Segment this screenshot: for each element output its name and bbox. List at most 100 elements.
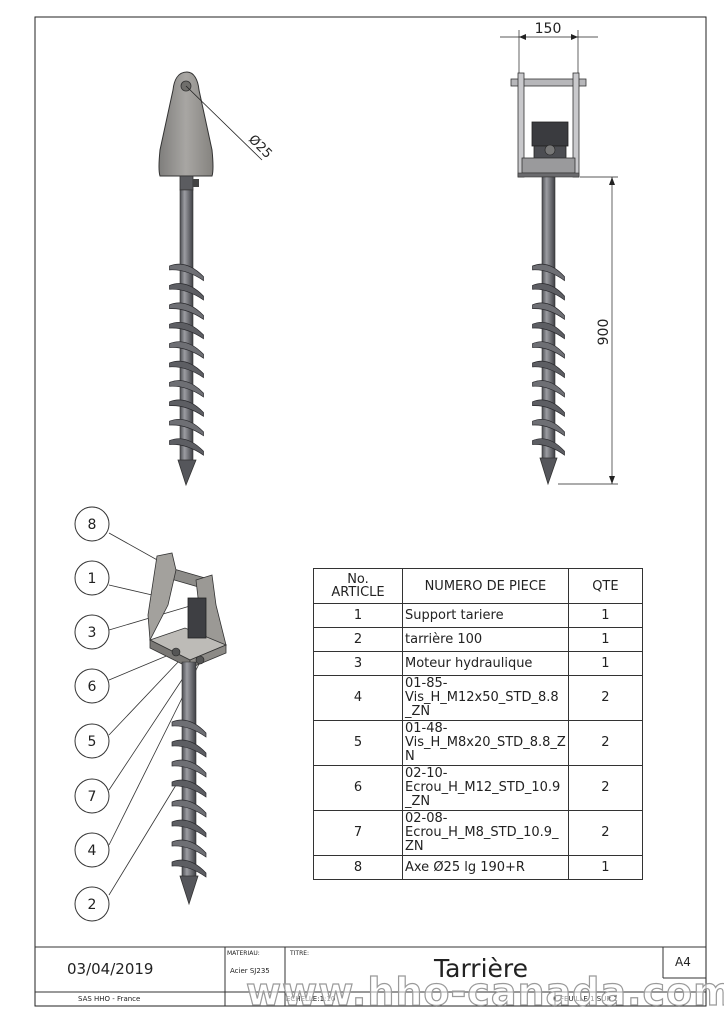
- balloon-number: 1: [88, 571, 97, 587]
- auger-flight: [169, 380, 204, 398]
- auger-flight: [532, 321, 565, 340]
- balloon-number: 3: [88, 625, 97, 641]
- bom-part-line: Vis_H_M8x20_STD_8.8_Z: [405, 735, 566, 750]
- bom-part-line: 02-08-: [405, 811, 448, 826]
- balloon-circle: [74, 723, 110, 759]
- balloon-circle: [74, 506, 110, 542]
- base-flange: [517, 172, 580, 178]
- sheet-number: FEUILLE 1 SUR 1: [560, 995, 618, 1003]
- auger-flight: [169, 263, 204, 282]
- auger-flight: [532, 302, 565, 321]
- bom-part-name: 02-08-Ecrou_H_M8_STD_10.9_ZN: [402, 810, 569, 856]
- auger-flight: [169, 418, 204, 437]
- bom-quantity: 2: [567, 720, 644, 766]
- balloon-circle: [74, 614, 110, 650]
- diameter-leader: [185, 85, 263, 161]
- balloon-circle: [74, 886, 110, 922]
- bom-header-part: NUMERO DE PIECE: [402, 568, 569, 604]
- auger-flight: [532, 263, 565, 282]
- auger-flight: [171, 799, 207, 818]
- auger-flight: [532, 380, 565, 398]
- auger-flight: [532, 283, 565, 301]
- front-view: Ø25: [158, 71, 275, 487]
- bom-quantity: 1: [567, 627, 644, 652]
- sheet-format: A4: [675, 955, 691, 969]
- auger-flight: [169, 283, 204, 301]
- iso-plate-back: [147, 552, 177, 642]
- bom-quantity: 2: [567, 765, 644, 811]
- bom-item-number: 2: [313, 627, 403, 652]
- auger-flight: [532, 360, 565, 379]
- bom-quantity: 1: [567, 855, 644, 880]
- bom-part-name: 01-85-Vis_H_M12x50_STD_8.8_ZN: [402, 675, 569, 721]
- drawing-date: 03/04/2019: [67, 960, 154, 978]
- hydraulic-motor: [531, 121, 569, 147]
- bom-part-line: 01-48-: [405, 721, 448, 736]
- bom-part-line: _ZN: [405, 794, 431, 809]
- bom-part-line: tarrière 100: [405, 631, 483, 647]
- auger-flight: [169, 321, 204, 340]
- height-label: 900: [596, 319, 612, 346]
- auger-flight: [171, 719, 207, 738]
- side-auger-flights: [532, 263, 565, 456]
- bom-part-line: Axe Ø25 lg 190+R: [405, 859, 525, 875]
- iso-motor: [187, 597, 207, 639]
- bom-part-line: ZN: [405, 839, 424, 854]
- auger-flight: [171, 739, 207, 758]
- side-view: 150 900: [500, 21, 618, 486]
- collar: [179, 175, 194, 191]
- bom-item-number: 1: [313, 603, 403, 628]
- bom-part-name: tarrière 100: [402, 627, 569, 652]
- title-block-frame: [35, 946, 706, 1006]
- auger-flight: [169, 341, 204, 359]
- bom-item-number: 3: [313, 651, 403, 676]
- bom-item-number: 4: [313, 675, 403, 721]
- auger-flight: [169, 360, 204, 379]
- auger-flight: [532, 438, 565, 456]
- sheet-border: [34, 16, 707, 1007]
- balloon-circle: [74, 778, 110, 814]
- auger-flight: [169, 438, 204, 456]
- auger-flight: [171, 759, 207, 778]
- isometric-view: [108, 532, 228, 906]
- bom-part-line: N: [405, 749, 415, 764]
- balloon-number: 2: [88, 897, 97, 913]
- auger-flight: [171, 779, 207, 798]
- auger-flight: [171, 859, 207, 878]
- balloon-number: 7: [88, 789, 97, 805]
- bom-quantity: 1: [567, 651, 644, 676]
- motor-port: [544, 144, 556, 156]
- watermark: www.hho-canada.com: [245, 969, 724, 1014]
- auger-flight: [532, 418, 565, 437]
- iso-nut-2: [195, 655, 205, 665]
- top-pin: [510, 78, 587, 87]
- auger-flight: [171, 819, 207, 838]
- material-value: Acier SJ235: [230, 967, 270, 975]
- bom-item-number: 8: [313, 855, 403, 880]
- bom-item-number: 7: [313, 810, 403, 856]
- bom-quantity: 1: [567, 603, 644, 628]
- balloon-circle: [74, 668, 110, 704]
- base-plate: [521, 157, 576, 174]
- bom-part-name: 02-10-Ecrou_H_M12_STD_10.9_ZN: [402, 765, 569, 811]
- iso-nut-1: [171, 647, 181, 657]
- balloon-number: 4: [88, 843, 97, 859]
- iso-auger-flights: [171, 719, 207, 878]
- drawing-title: Tarrière: [434, 954, 529, 983]
- bom-part-name: Moteur hydraulique: [402, 651, 569, 676]
- bom-part-line: Moteur hydraulique: [405, 655, 533, 671]
- bom-header-qty: QTE: [567, 568, 644, 604]
- bom-header-no: No.ARTICLE: [313, 568, 403, 604]
- bom-part-line: 01-85-: [405, 676, 448, 691]
- collar-bolt: [193, 179, 199, 187]
- bom-quantity: 2: [567, 810, 644, 856]
